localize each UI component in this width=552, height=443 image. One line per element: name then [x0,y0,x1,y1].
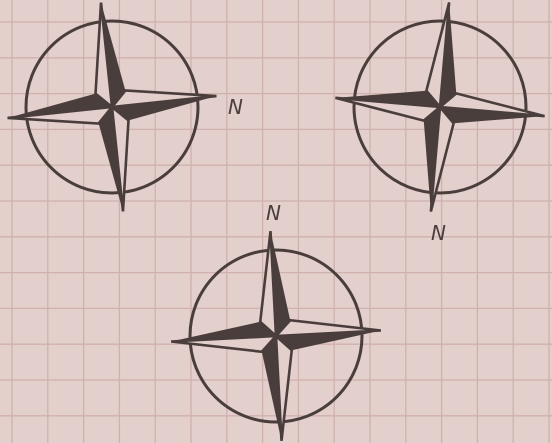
north-label: N [431,221,446,245]
north-label: N [266,201,281,225]
north-label: N [228,95,243,119]
